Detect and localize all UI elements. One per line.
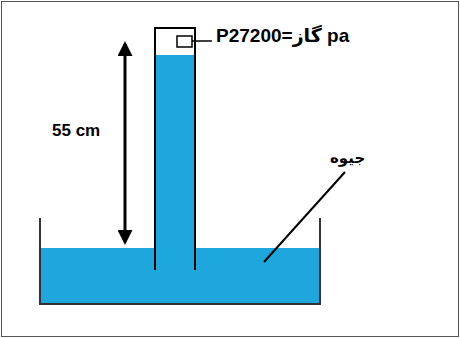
dimension-label: 55 cm xyxy=(52,122,100,141)
mercury-column xyxy=(156,55,194,270)
gas-box xyxy=(177,36,192,47)
pressure-label: Pگاز=27200 pa xyxy=(216,26,349,47)
leader-line xyxy=(264,172,345,262)
tube xyxy=(155,28,195,270)
mercury-label: جیوه xyxy=(330,150,365,167)
height-arrow xyxy=(124,44,127,242)
leader-line xyxy=(192,40,212,42)
